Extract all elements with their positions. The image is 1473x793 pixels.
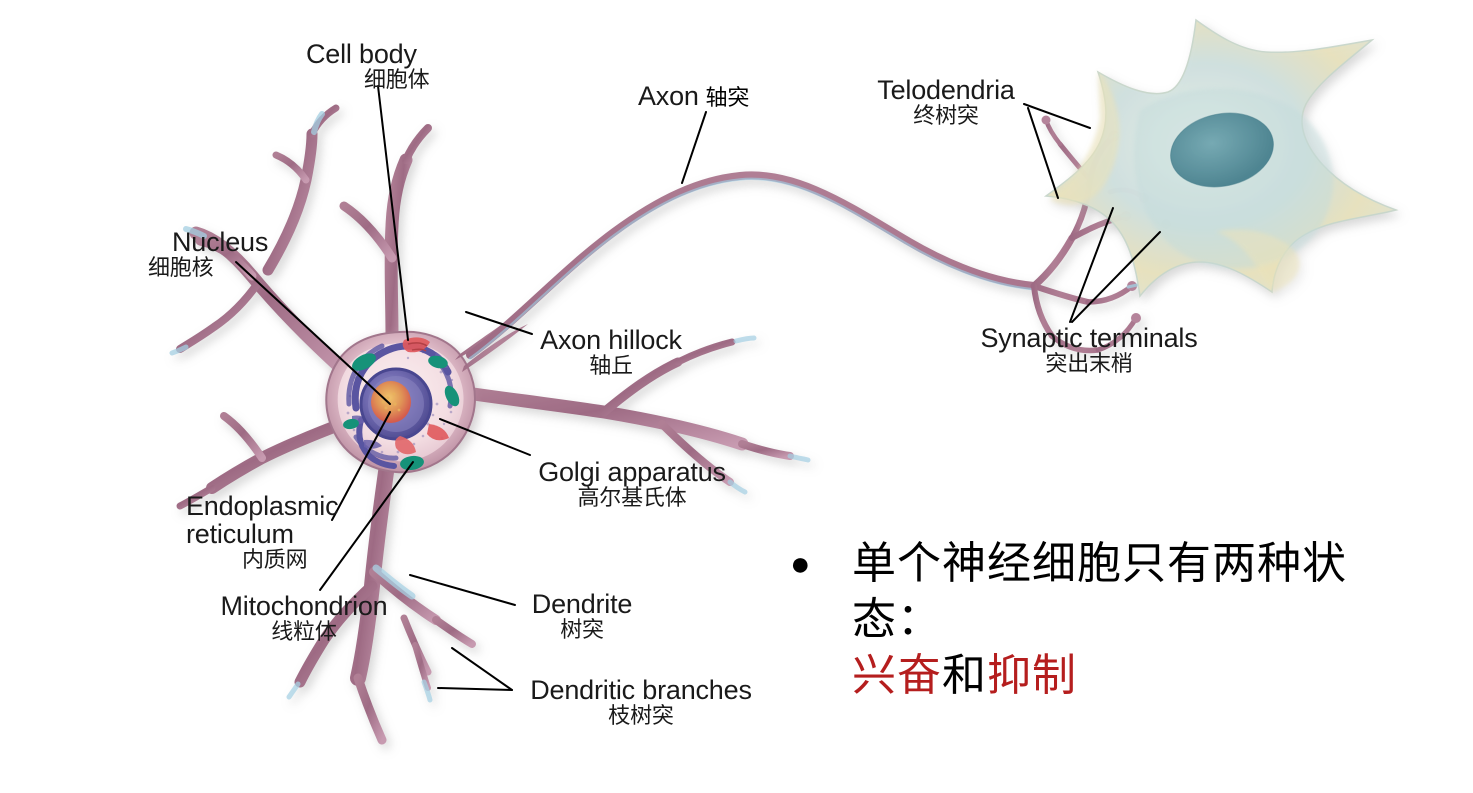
dendrite-lower-tips bbox=[286, 564, 433, 703]
label-endoplasmic-reticulum-en-line2: reticulum bbox=[186, 519, 294, 550]
axon-myelin-highlight bbox=[468, 177, 1036, 360]
label-nucleus-zh: 细胞核 bbox=[148, 256, 214, 282]
leader-cell-body bbox=[377, 85, 409, 341]
label-mitochondrion-en: Mitochondrion bbox=[220, 591, 388, 621]
leader-golgi bbox=[439, 418, 531, 456]
label-dendrite-zh: 树突 bbox=[560, 618, 604, 644]
statement-excited: 兴奋 bbox=[852, 650, 942, 701]
nucleolus bbox=[371, 381, 411, 423]
label-dendritic-branches: Dendritic branches 枝树突 bbox=[522, 676, 760, 729]
golgi-apparatus bbox=[395, 337, 449, 455]
statement-line-2: 兴奋和抑制 bbox=[852, 648, 1430, 704]
dendrite-right bbox=[439, 338, 794, 486]
leader-dendrite bbox=[409, 574, 516, 606]
statement-line-1: 单个神经细胞只有两种状态： bbox=[852, 538, 1347, 645]
label-mitochondrion: Mitochondrion 线粒体 bbox=[204, 592, 404, 645]
leader-nucleus bbox=[235, 261, 391, 405]
label-mitochondrion-zh: 线粒体 bbox=[271, 620, 337, 646]
label-telodendria: Telodendria 终树突 bbox=[868, 76, 1024, 129]
label-golgi-apparatus-en: Golgi apparatus bbox=[538, 457, 726, 487]
label-nucleus-en: Nucleus bbox=[172, 227, 269, 257]
leader-lines bbox=[235, 85, 1161, 691]
target-cell-nucleus bbox=[1170, 113, 1274, 187]
leader-dendritic-branches-2 bbox=[437, 687, 513, 691]
target-cell-yellow-tint-2 bbox=[1216, 229, 1300, 292]
label-endoplasmic-reticulum: Endoplasmic reticulum 内质网 bbox=[186, 491, 339, 574]
leader-dendritic-branches-1 bbox=[451, 647, 513, 691]
statement-block: ● 单个神经细胞只有两种状态： 兴奋和抑制 bbox=[790, 536, 1430, 704]
statement-lines: 单个神经细胞只有两种状态： 兴奋和抑制 bbox=[852, 536, 1430, 704]
label-axon-zh: 轴突 bbox=[698, 86, 750, 111]
label-axon-hillock: Axon hillock 轴丘 bbox=[534, 326, 688, 379]
statement-conjunction: 和 bbox=[942, 650, 987, 701]
axon-hillock-cone bbox=[462, 324, 528, 372]
nucleus bbox=[359, 367, 433, 441]
leader-er bbox=[331, 411, 391, 521]
label-golgi-apparatus: Golgi apparatus 高尔基氏体 bbox=[532, 458, 732, 511]
dendrite-lower bbox=[294, 450, 476, 745]
dendrite-upper-left-tips bbox=[169, 111, 325, 356]
postsynaptic-cell bbox=[1043, 18, 1399, 298]
leader-synaptic-2 bbox=[1071, 231, 1161, 323]
label-axon-en: Axon bbox=[638, 81, 699, 111]
label-endoplasmic-reticulum-zh: 内质网 bbox=[242, 548, 308, 574]
label-telodendria-zh: 终树突 bbox=[913, 104, 979, 130]
label-axon-hillock-en: Axon hillock bbox=[540, 325, 682, 355]
label-dendrite: Dendrite 树突 bbox=[526, 590, 638, 643]
leader-telodendria-1 bbox=[1023, 103, 1091, 129]
label-dendritic-branches-en: Dendritic branches bbox=[530, 675, 752, 705]
target-cell-yellow-tint bbox=[1050, 72, 1120, 205]
leader-synaptic-1 bbox=[1069, 207, 1114, 323]
dendrite-right-tips bbox=[727, 335, 811, 495]
dendrite-upper bbox=[339, 124, 432, 345]
label-synaptic-terminals-zh: 突出末梢 bbox=[1045, 352, 1133, 378]
label-synaptic-terminals-en: Synaptic terminals bbox=[980, 323, 1198, 353]
leader-telodendria-2 bbox=[1027, 107, 1059, 199]
label-synaptic-terminals: Synaptic terminals 突出末梢 bbox=[972, 324, 1206, 377]
label-axon: Axon 轴突 bbox=[638, 82, 749, 111]
label-axon-hillock-zh: 轴丘 bbox=[589, 354, 633, 380]
leader-mitochondrion bbox=[319, 461, 414, 591]
label-endoplasmic-reticulum-en-line1: Endoplasmic bbox=[186, 491, 339, 521]
label-telodendria-en: Telodendria bbox=[877, 75, 1015, 105]
label-dendrite-en: Dendrite bbox=[531, 589, 633, 619]
label-cell-body: Cell body 细胞体 bbox=[306, 39, 430, 94]
label-cell-body-en: Cell body bbox=[306, 39, 417, 69]
target-nucleus-outline bbox=[1170, 112, 1274, 188]
leader-axon-hillock bbox=[465, 311, 533, 335]
label-dendritic-branches-zh: 枝树突 bbox=[608, 704, 674, 730]
statement-inhibited: 抑制 bbox=[987, 650, 1077, 701]
label-cell-body-zh: 细胞体 bbox=[364, 68, 430, 94]
dendrite-left-mid bbox=[176, 412, 358, 510]
bullet-icon: ● bbox=[790, 545, 811, 583]
label-golgi-apparatus-zh: 高尔基氏体 bbox=[577, 486, 687, 512]
axon bbox=[466, 171, 1038, 359]
leader-axon bbox=[681, 111, 707, 184]
label-nucleus: Nucleus 细胞核 bbox=[148, 227, 269, 281]
